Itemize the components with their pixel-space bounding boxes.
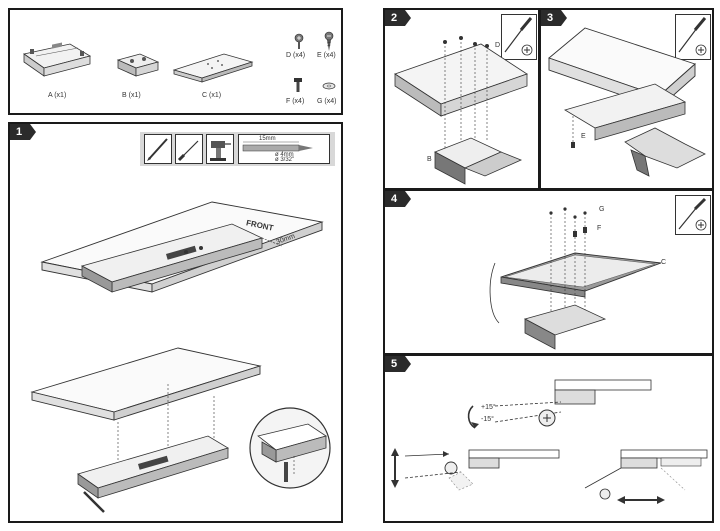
step-2-callout-b: B (427, 156, 432, 163)
part-f-bolt-icon (294, 78, 302, 92)
part-e-wood-screw-icon (324, 31, 334, 51)
step-2-badge: 2 (385, 10, 412, 26)
step-3-panel: 3 E (539, 8, 714, 190)
part-c-keyboard-tray-illustration (172, 53, 254, 83)
step-4-screwdriver-icon (675, 195, 711, 235)
step-2-callout-d: D (495, 42, 501, 49)
step-4-callout-g: G (599, 206, 605, 213)
pencil-tool-icon (144, 134, 172, 164)
drill-depth-label: 15mm (259, 136, 276, 142)
part-b-label: B (x1) (122, 92, 141, 99)
step-2-panel: 2 D B (383, 8, 540, 190)
part-g-label: G (x4) (317, 98, 337, 105)
step-5-tilt-adjust-diagram (467, 379, 652, 429)
part-a-label: A (x1) (48, 92, 67, 99)
drill-bit-diameter-inch: ø 3/32" (275, 157, 295, 163)
step-1-panel: 1 15mm ø 4mm ø 3/32" FRONT 30mm (8, 122, 343, 523)
part-c-label: C (x1) (202, 92, 222, 99)
screwdriver-tool-icon (175, 134, 203, 164)
part-a-slide-rail-illustration (23, 42, 92, 77)
drill-bit-tool-icon: 15mm ø 4mm ø 3/32" (238, 134, 330, 164)
step-2-rail-assembly (394, 36, 528, 185)
step-4-callout-c: C (661, 259, 667, 266)
step-5-panel: 5 +15° -15° (383, 354, 714, 523)
step-1-desk-board-bottom (30, 347, 262, 513)
step-5-height-adjust-diagram (391, 448, 560, 491)
drill-tool-icon (206, 134, 234, 164)
part-g-washer-icon (322, 82, 336, 90)
tilt-up-label: +15° (481, 404, 496, 411)
part-e-label: E (x4) (317, 52, 336, 59)
step-3-screwdriver-icon (675, 14, 711, 60)
step-1-desk-board-top (40, 201, 324, 293)
step-4-panel: 4 G F C (383, 189, 714, 355)
step-3-desk-with-rail (548, 27, 706, 177)
step-4-badge: 4 (385, 191, 412, 207)
step-1-badge: 1 (10, 124, 37, 140)
tilt-down-label: -15° (481, 416, 494, 423)
part-d-screw-icon (294, 33, 304, 49)
step-4-tray-assembly (489, 207, 662, 350)
parts-list-panel: A (x1) B (x1) C (x1) D (x4) E (x4) (8, 8, 343, 115)
part-d-label: D (x4) (286, 52, 306, 59)
step-5-badge: 5 (385, 356, 412, 372)
part-f-label: F (x4) (286, 98, 305, 105)
part-b-bracket-illustration (116, 53, 160, 77)
step-3-callout-e: E (581, 133, 586, 140)
drill-bit-diameter-mm: ø 4mm (275, 152, 294, 158)
step-5-depth-adjust-diagram (584, 449, 708, 504)
step-1-magnified-detail (249, 407, 331, 489)
step-3-badge: 3 (541, 10, 568, 26)
step-4-callout-f: F (597, 225, 602, 232)
step-2-screwdriver-icon (501, 14, 537, 60)
